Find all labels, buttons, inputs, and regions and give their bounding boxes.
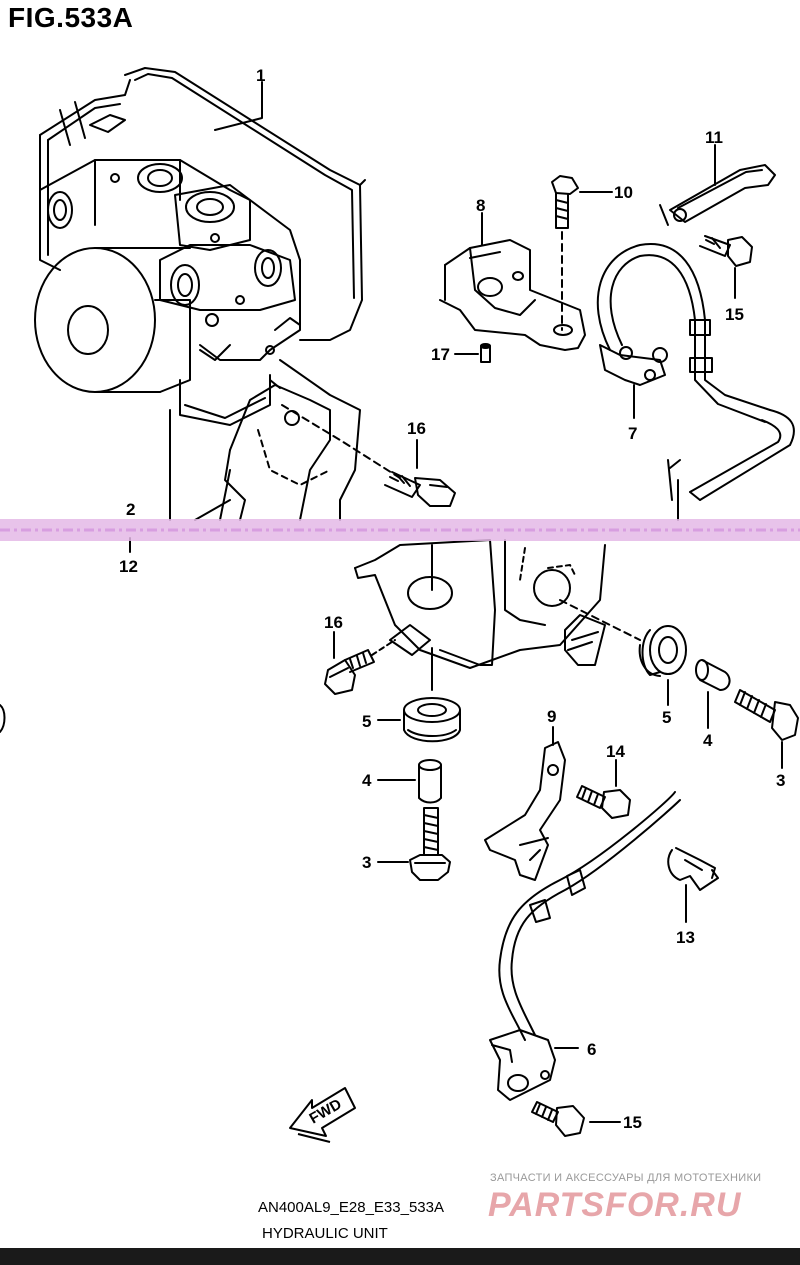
grommet-5a-drawing <box>403 697 461 743</box>
hose-clip-sketch <box>667 459 681 521</box>
callout-4-right: 4 <box>703 731 713 750</box>
collar-4a-drawing <box>418 759 442 804</box>
callout-3-right: 3 <box>776 771 786 790</box>
bracket-9-drawing <box>484 741 566 881</box>
callout-6: 6 <box>587 1040 597 1059</box>
leader-5b-dashed <box>559 599 641 641</box>
callout-5-right: 5 <box>662 708 672 727</box>
bottom-bar <box>0 1248 800 1265</box>
bolt-15-upper-drawing <box>699 235 753 267</box>
watermark-tagline: ЗАПЧАСТИ И АКСЕССУАРЫ ДЛЯ МОТОТЕХНИКИ <box>490 1172 762 1184</box>
callout-13: 13 <box>676 928 695 947</box>
figure-title: FIG.533A <box>8 2 134 33</box>
bracket-8-drawing <box>439 239 586 351</box>
callout-14: 14 <box>606 742 625 761</box>
watermark-logo: PARTSFOR.RU <box>488 1186 742 1224</box>
clamp-11-drawing <box>659 164 776 226</box>
bolt-14-drawing <box>576 785 631 819</box>
callout-4-left: 4 <box>362 771 372 790</box>
callout-5-left: 5 <box>362 712 372 731</box>
grommet-5b-drawing <box>638 625 687 677</box>
callout-9: 9 <box>547 707 557 726</box>
bolt-16-upper-drawing <box>384 471 456 507</box>
callout-3-left: 3 <box>362 853 372 872</box>
fwd-arrow: FWD <box>289 1087 356 1143</box>
hydraulic-unit-drawing <box>34 67 366 426</box>
callout-2: 2 <box>126 500 136 519</box>
leader-1 <box>214 81 263 131</box>
leader-16b-dashed <box>371 639 396 656</box>
clip-13-drawing <box>667 847 719 891</box>
bolt-10-drawing <box>551 175 579 229</box>
sensor-6-drawing <box>489 791 681 1101</box>
dash-outline <box>389 624 431 656</box>
bolt-16-lower-drawing <box>324 649 375 695</box>
leader-16-dashed <box>281 404 401 479</box>
callout-16-lower: 16 <box>324 613 343 632</box>
callout-15-upper: 15 <box>725 305 744 324</box>
diagram-name: HYDRAULIC UNIT <box>262 1225 388 1242</box>
hose-7-drawing <box>596 243 795 501</box>
bolt-3b-drawing <box>734 689 799 741</box>
callout-10: 10 <box>614 183 633 202</box>
callout-8: 8 <box>476 196 486 215</box>
callout-1: 1 <box>256 66 266 85</box>
abs-bracket-top-drawing <box>169 359 361 521</box>
callout-16-upper: 16 <box>407 419 426 438</box>
callout-17: 17 <box>431 345 450 364</box>
collar-4b-drawing <box>695 659 731 691</box>
pin-17-drawing <box>480 343 491 363</box>
bolt-15-lower-drawing <box>531 1101 585 1137</box>
callout-11: 11 <box>705 128 723 147</box>
callout-7: 7 <box>628 424 638 443</box>
abs-bracket-lower-drawing <box>354 539 606 669</box>
callout-15-lower: 15 <box>623 1113 642 1132</box>
callout-12: 12 <box>119 557 138 576</box>
edge-fragment <box>0 704 6 733</box>
diagram-code: AN400AL9_E28_E33_533A <box>258 1199 444 1216</box>
bolt-3a-drawing <box>409 807 451 881</box>
